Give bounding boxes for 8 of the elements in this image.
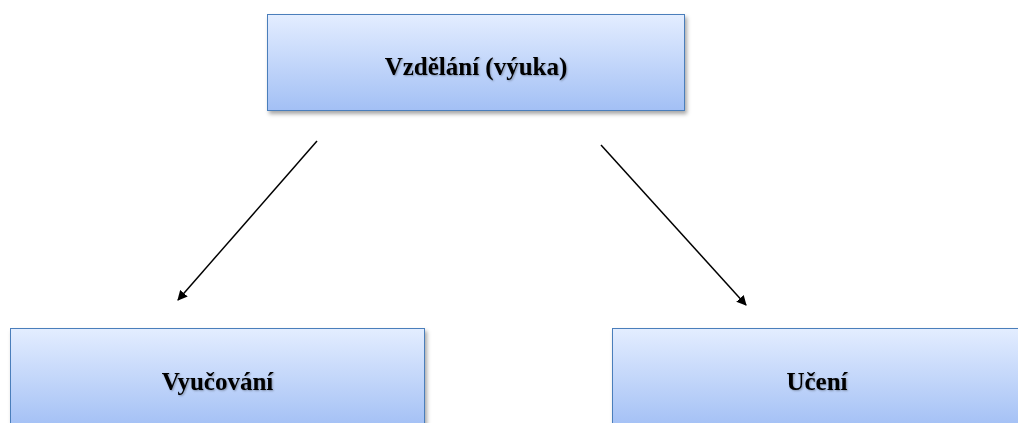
box-label: Učení [786, 367, 848, 396]
concept-box [267, 14, 685, 111]
concept-box [10, 328, 425, 423]
arrow [177, 140, 318, 301]
box-label: Vyučování [161, 367, 274, 396]
concept-box [612, 328, 1018, 423]
box-label: Vzdělání (výuka) [384, 51, 568, 81]
arrow [600, 144, 747, 306]
